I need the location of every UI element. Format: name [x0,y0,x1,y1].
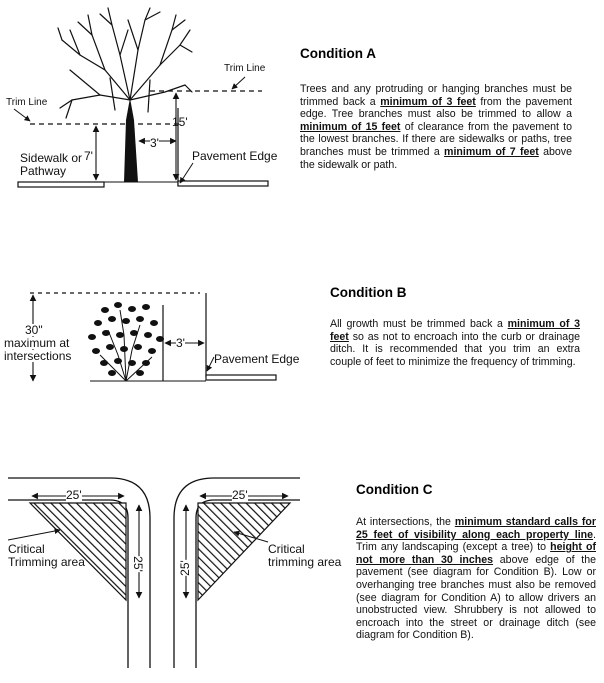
emphasis-text: minimum of 15 feet [300,120,401,133]
pavement-edge-label-a: Pavement Edge [192,149,278,163]
body-text: above the sidewalk or path. [300,145,572,171]
dim-7-label: 7' [84,149,93,163]
body-text: All growth must be trimmed back a [330,318,508,330]
dim-25-top-left-label: 25' [66,488,82,502]
pavement-leader-b [206,356,215,372]
critical-left-label-2: Trimming area [8,555,85,569]
shrub [88,302,164,376]
diagram-condition-a [13,7,269,188]
dim-25-side-left-label: 25' [130,556,145,572]
critical-right-label-2: trimming area [268,555,342,569]
body-text: above edge of the pavement (see diagram … [356,553,596,642]
trim-left-leader [13,108,31,122]
dim-15-label: 15' [172,115,188,129]
emphasis-text: minimum of 7 feet [444,145,539,158]
trim-right-leader [231,76,246,90]
diagram-condition-b [29,292,277,382]
sidewalk-label-1: Sidewalk or [20,151,83,165]
emphasis-text: minimum of 3 feet [330,318,580,343]
condition-c-text: At intersections, the minimum standard c… [356,516,596,642]
road-edge-left [8,477,151,668]
critical-area-right [197,502,292,602]
condition-a-title: Condition A [300,46,376,61]
critical-area-left [28,502,127,602]
body-text: so as not to encroach into the curb or d… [330,330,580,368]
trim-line-right-label: Trim Line [224,63,266,74]
condition-a-text: Trees and any protruding or hanging bran… [300,83,572,171]
critical-right-label-1: Critical [268,542,305,556]
pavement-slab [177,180,269,187]
condition-b-title: Condition B [330,285,407,300]
emphasis-text: minimum of 3 feet [380,95,476,108]
critical-right-leader [233,530,269,543]
critical-left-label-1: Critical [8,542,45,556]
dim-25-side-right-label: 25' [177,560,192,576]
dim-3-label: 3' [150,136,159,150]
body-text: . Trim any landscaping (except a tree) t… [356,528,596,554]
critical-left-leader [7,528,61,541]
body-text: Trees and any protruding or hanging bran… [300,83,572,108]
body-text: from the pavement edge. Tree branches mu… [300,95,572,121]
pavement-slab-b [205,374,277,381]
diagram-condition-c [7,477,300,668]
trim-line-left-label: Trim Line [6,97,48,108]
sidewalk-slab [17,181,105,188]
dim-25-top-right-label: 25' [232,488,248,502]
pavement-leader [179,162,194,184]
road-edge-right [173,477,300,668]
body-text: of clearance from the pavement to the lo… [300,120,573,158]
emphasis-text: height of not more than 30 inches [356,541,597,566]
pavement-edge-label-b: Pavement Edge [214,352,300,366]
tree-trunk [124,98,138,182]
height-label-3: intersections [4,349,72,363]
body-text: At intersections, the [356,516,455,528]
condition-b-text: All growth must be trimmed back a minimu… [330,318,580,368]
tree-branches [57,7,193,119]
dim-3-label-b: 3' [176,336,185,350]
height-label-2: maximum at [4,336,70,350]
sidewalk-label-2: Pathway [20,164,67,178]
condition-c-title: Condition C [356,482,433,497]
emphasis-text: minimum standard calls for 25 feet of vi… [356,516,597,541]
height-label-1: 30" [25,323,43,337]
